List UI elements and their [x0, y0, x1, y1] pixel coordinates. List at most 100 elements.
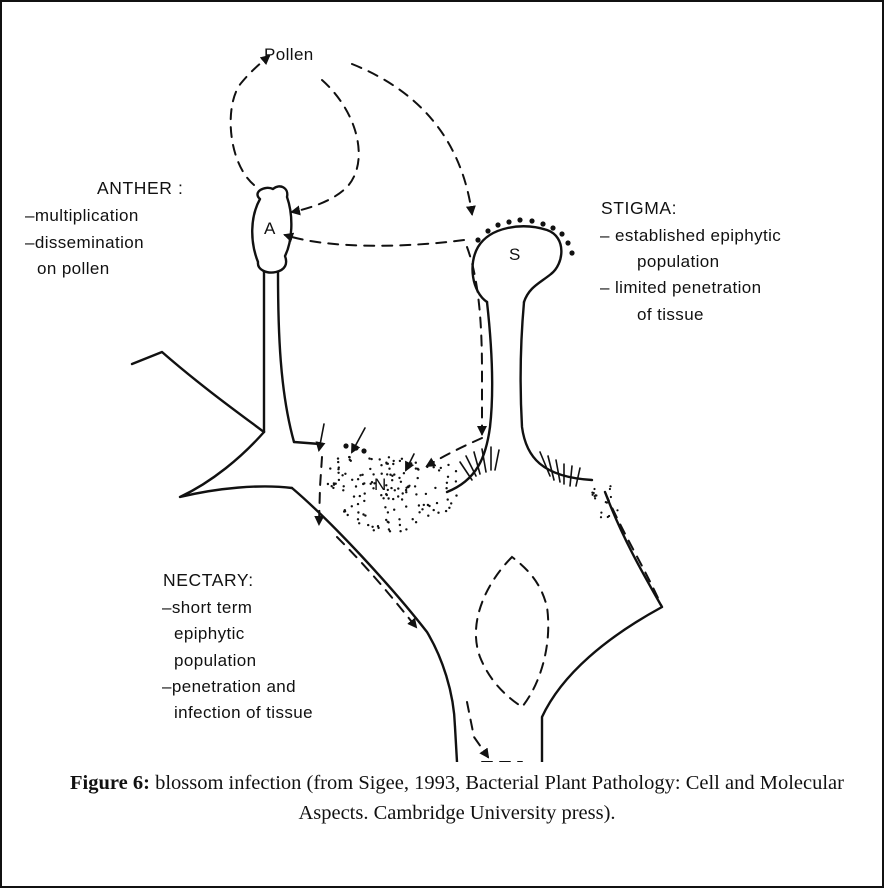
ovule-dashed-outline	[476, 557, 548, 707]
stipple-dot	[447, 476, 449, 478]
petal-left-outline	[132, 352, 264, 432]
stipple-dot	[415, 467, 417, 469]
stipple-dot	[351, 479, 353, 481]
stipple-dot	[348, 456, 350, 458]
stipple-dot	[450, 502, 452, 504]
stigma-line-4: of tissue	[637, 305, 704, 324]
stipple-dot	[455, 480, 457, 482]
stipple-dot	[371, 481, 373, 483]
stipple-dot	[380, 494, 382, 496]
stipple-dot	[405, 491, 407, 493]
stipple-dot	[382, 497, 384, 499]
stipple-dot	[371, 526, 373, 528]
stipple-dot	[600, 512, 602, 514]
stipple-dot	[405, 489, 407, 491]
receptacle-left-outline	[292, 488, 457, 762]
stipple-dot	[616, 509, 618, 511]
stipple-dot	[393, 460, 395, 462]
entry-arrows	[319, 424, 414, 470]
stipple-dot	[359, 495, 361, 497]
stipple-dot	[448, 507, 450, 509]
arrow-nectary-to-stem	[337, 537, 416, 627]
stipple-dot	[455, 494, 457, 496]
stipple-dot	[401, 498, 403, 500]
stipple-dot	[364, 492, 366, 494]
stipple-dot	[379, 458, 381, 460]
stipple-dot	[329, 467, 331, 469]
stipple-dot	[373, 529, 375, 531]
hairs	[460, 447, 580, 486]
stipple-dot	[387, 511, 389, 513]
stipple-dot	[607, 516, 609, 518]
stigma-letter: S	[509, 245, 520, 264]
stipple-dot	[417, 477, 419, 479]
stipple-dot	[387, 497, 389, 499]
stipple-dot	[408, 485, 410, 487]
stipple-dot	[367, 524, 369, 526]
petal-left-lower	[180, 432, 292, 497]
nectary-line-2: epiphytic	[174, 624, 245, 643]
stipple-dot	[337, 472, 339, 474]
nectary-stipple	[327, 456, 619, 533]
anther-line-2: –dissemination	[25, 233, 144, 252]
stipple-dot	[332, 487, 334, 489]
stipple-dot	[398, 518, 400, 520]
stipple-dot	[433, 466, 435, 468]
stipple-dot	[445, 510, 447, 512]
stipple-dot	[357, 478, 359, 480]
stipple-dot	[351, 505, 353, 507]
stipple-dot	[384, 506, 386, 508]
dashed-right-petal	[605, 492, 662, 607]
stipple-dot	[445, 487, 447, 489]
stipple-dot	[594, 494, 596, 496]
stigma-line-1: – established epiphytic	[600, 226, 781, 245]
stipple-dot	[447, 498, 449, 500]
stipple-dot	[343, 485, 345, 487]
stipple-dot	[331, 485, 333, 487]
stipple-dot	[344, 509, 346, 511]
stipple-dot	[338, 466, 340, 468]
arrow-stigma-down-style	[467, 247, 482, 434]
stipple-dot	[369, 468, 371, 470]
stipple-dot	[440, 467, 442, 469]
stipple-dot	[437, 512, 439, 514]
stipple-dot	[436, 502, 438, 504]
stipple-dot	[358, 522, 360, 524]
stipple-dot	[357, 518, 359, 520]
stipple-dot	[421, 508, 423, 510]
nectary-line-5: infection of tissue	[174, 703, 313, 722]
blossom-infection-diagram: Pollen A S N ANTHER : –multiplication –d…	[2, 2, 882, 762]
figure-caption: Figure 6: blossom infection (from Sigee,…	[42, 768, 872, 828]
stipple-dot	[609, 485, 611, 487]
stipple-dot	[385, 519, 387, 521]
anther-line-1: –multiplication	[25, 206, 139, 225]
stipple-dot	[333, 482, 335, 484]
stipple-dot	[388, 456, 390, 458]
stipple-dot	[434, 487, 436, 489]
stipple-dot	[397, 495, 399, 497]
nectary-line-1: –short term	[162, 598, 252, 617]
stipple-dot	[403, 472, 405, 474]
stipple-dot	[425, 493, 427, 495]
arrow-pollen-to-anther	[292, 80, 359, 212]
stipple-dot	[363, 500, 365, 502]
stipple-dot	[447, 464, 449, 466]
pollen-label: Pollen	[264, 45, 314, 64]
stipple-dot	[415, 521, 417, 523]
stipple-dot	[349, 459, 351, 461]
arrow-stigma-to-anther	[285, 235, 464, 246]
stipple-dot	[390, 487, 392, 489]
stipple-dot	[402, 492, 404, 494]
stipple-dot	[341, 474, 343, 476]
stipple-dot	[327, 483, 329, 485]
stipple-dot	[593, 492, 595, 494]
infection-arrows	[231, 56, 662, 762]
stipple-dot	[337, 457, 339, 459]
stipple-dot	[398, 477, 400, 479]
arrow-pollen-to-stigma	[352, 64, 472, 214]
stigma-title: STIGMA:	[601, 198, 677, 218]
stipple-dot	[391, 475, 393, 477]
stipple-dot	[399, 530, 401, 532]
stigma-outline	[472, 226, 561, 302]
